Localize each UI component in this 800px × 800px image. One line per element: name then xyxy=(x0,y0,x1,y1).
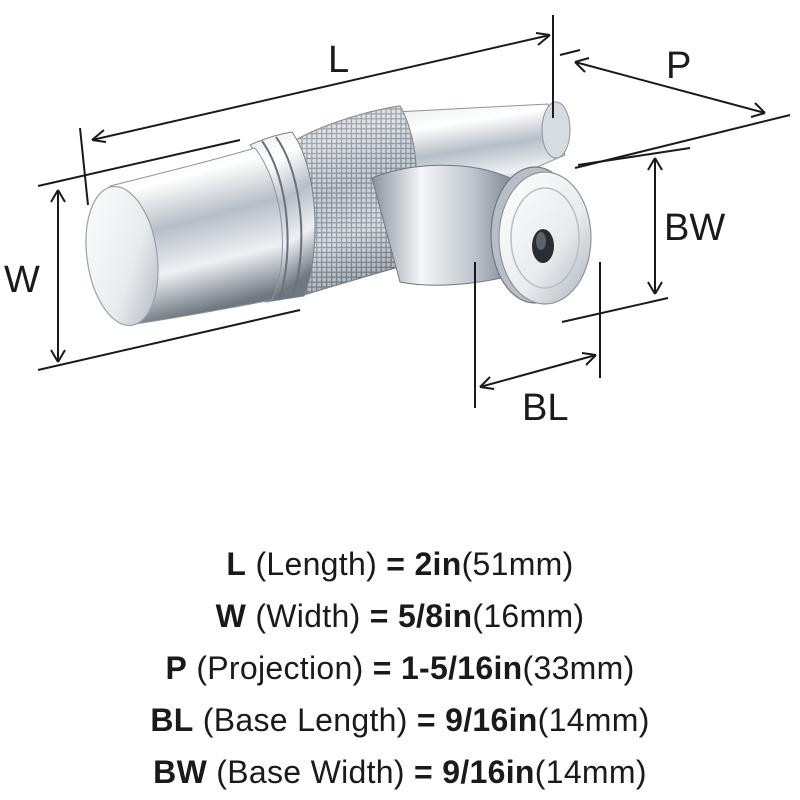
spec-name: (Projection) xyxy=(196,650,364,686)
spec-equals: = xyxy=(386,546,406,582)
spec-name: (Width) xyxy=(255,598,361,634)
base-length-label: BL xyxy=(522,387,568,429)
spec-imperial: 9/16in xyxy=(442,754,535,790)
spec-equals: = xyxy=(416,702,436,738)
base-width-arrow-top xyxy=(647,157,663,171)
spec-equals: = xyxy=(414,754,434,790)
projection-arrow-right xyxy=(750,102,766,118)
spec-name: (Base Width) xyxy=(216,754,405,790)
width-extension-bottom xyxy=(37,309,301,371)
spec-row-base-width: BW (Base Width) = 9/16in(14mm) xyxy=(0,746,800,798)
projection-label: P xyxy=(666,45,691,87)
spec-metric: (14mm) xyxy=(534,754,647,790)
spec-abbr: BL xyxy=(150,702,194,738)
spec-metric: (14mm) xyxy=(537,702,650,738)
knob-dimension-diagram: L W P BW BL xyxy=(4,15,791,429)
base-width-label: BW xyxy=(664,207,725,249)
base-length-arrow-left xyxy=(479,376,495,390)
bar-left-end-cap xyxy=(85,185,159,327)
width-extension-top xyxy=(37,139,241,187)
length-label: L xyxy=(328,39,349,81)
length-dimension-line xyxy=(91,34,551,141)
spec-abbr: L xyxy=(226,546,247,582)
spec-abbr: BW xyxy=(153,754,208,790)
spec-abbr: W xyxy=(215,598,247,634)
spec-equals: = xyxy=(372,650,392,686)
knurled-collar xyxy=(282,105,417,297)
projection-arrow-left xyxy=(574,57,590,73)
width-arrow-bottom xyxy=(50,349,66,363)
projection-extension-left xyxy=(559,49,581,56)
spec-row-width: W (Width) = 5/8in(16mm) xyxy=(0,590,800,642)
spec-imperial: 1-5/16in xyxy=(400,650,523,686)
base-width-arrow-bottom xyxy=(647,281,663,295)
base-length-dimension-line xyxy=(479,354,597,388)
spec-metric: (16mm) xyxy=(472,598,585,634)
spec-name: (Base Length) xyxy=(202,702,408,738)
base-disc xyxy=(490,166,592,305)
width-label: W xyxy=(4,259,40,301)
spec-equals: = xyxy=(369,598,389,634)
spec-imperial: 5/8in xyxy=(397,598,473,634)
dimension-lines xyxy=(37,15,791,408)
base-width-extension-bottom xyxy=(561,297,669,323)
width-arrow-top xyxy=(50,189,66,203)
spec-row-base-length: BL (Base Length) = 9/16in(14mm) xyxy=(0,694,800,746)
bar-right-end xyxy=(541,101,571,159)
dimension-specs-list: L (Length) = 2in(51mm) W (Width) = 5/8in… xyxy=(0,538,800,798)
spec-abbr: P xyxy=(165,650,188,686)
length-arrow-right xyxy=(535,32,551,46)
spec-imperial: 9/16in xyxy=(445,702,538,738)
spec-row-length: L (Length) = 2in(51mm) xyxy=(0,538,800,590)
length-extension-left xyxy=(79,127,89,206)
base-width-extension-top xyxy=(577,147,691,166)
spec-metric: (51mm) xyxy=(461,546,574,582)
projection-dimension-line xyxy=(574,61,766,114)
spec-name: (Length) xyxy=(255,546,378,582)
spec-imperial: 2in xyxy=(414,546,462,582)
base-length-arrow-right xyxy=(581,352,597,366)
spec-metric: (33mm) xyxy=(522,650,635,686)
length-arrow-left xyxy=(91,129,107,143)
spec-row-projection: P (Projection) = 1-5/16in(33mm) xyxy=(0,642,800,694)
knob-illustration xyxy=(85,101,592,327)
